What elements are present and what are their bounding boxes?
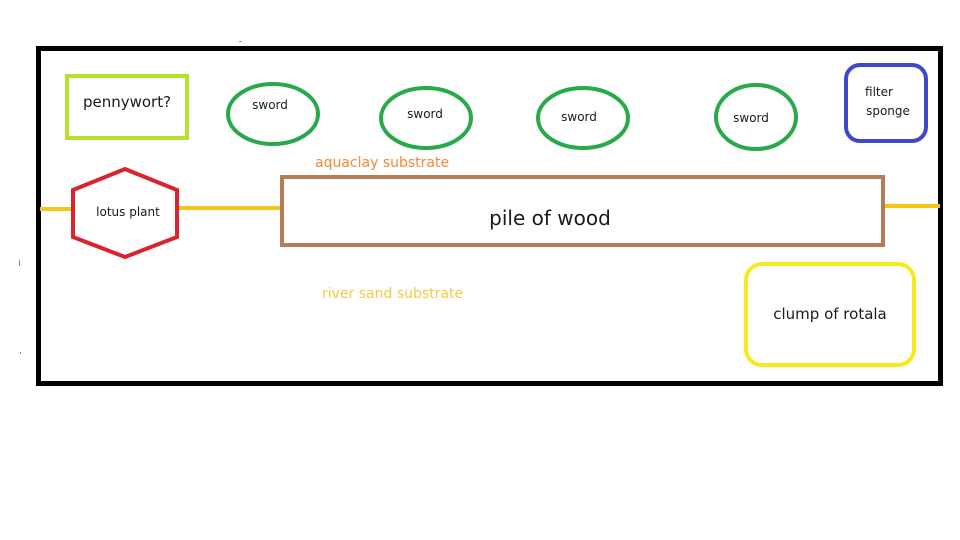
sword-node-2[interactable]: sword: [379, 86, 473, 150]
pennywort-node[interactable]: pennywort?: [65, 74, 189, 140]
sword-node-4[interactable]: sword: [714, 83, 798, 151]
pennywort-label: pennywort?: [83, 93, 171, 111]
sword-node-3[interactable]: sword: [536, 86, 630, 150]
stray-mark: [239, 41, 242, 42]
sword-node-1[interactable]: sword: [226, 82, 320, 146]
stray-mark: [19, 260, 20, 266]
sword-ellipse: [379, 86, 473, 150]
sword-label: sword: [561, 110, 597, 124]
sword-label: sword: [733, 111, 769, 125]
filter-label-line1: filter: [865, 85, 893, 99]
stray-mark: [20, 352, 21, 354]
filter-box: [844, 63, 928, 143]
rotala-label: clump of rotala: [773, 305, 887, 323]
filter-label-line2: sponge: [866, 104, 910, 118]
wood-label: pile of wood: [489, 206, 611, 230]
pile-of-wood-node[interactable]: pile of wood: [280, 175, 885, 247]
sword-ellipse: [226, 82, 320, 146]
pennywort-box: [65, 74, 189, 140]
river-sand-substrate-label: river sand substrate: [322, 286, 463, 302]
sword-label: sword: [407, 107, 443, 121]
lotus-label: lotus plant: [96, 205, 160, 219]
rotala-node[interactable]: clump of rotala: [744, 262, 916, 367]
rotala-box: [744, 262, 916, 367]
lotus-plant-node[interactable]: lotus plant: [71, 166, 179, 260]
sword-label: sword: [252, 98, 288, 112]
aquaclay-substrate-label: aquaclay substrate: [315, 155, 449, 171]
filter-sponge-node[interactable]: filter sponge: [844, 63, 928, 143]
sword-ellipse: [536, 86, 630, 150]
sword-ellipse: [714, 83, 798, 151]
lotus-hexagon: [71, 166, 179, 260]
wood-box: [280, 175, 885, 247]
